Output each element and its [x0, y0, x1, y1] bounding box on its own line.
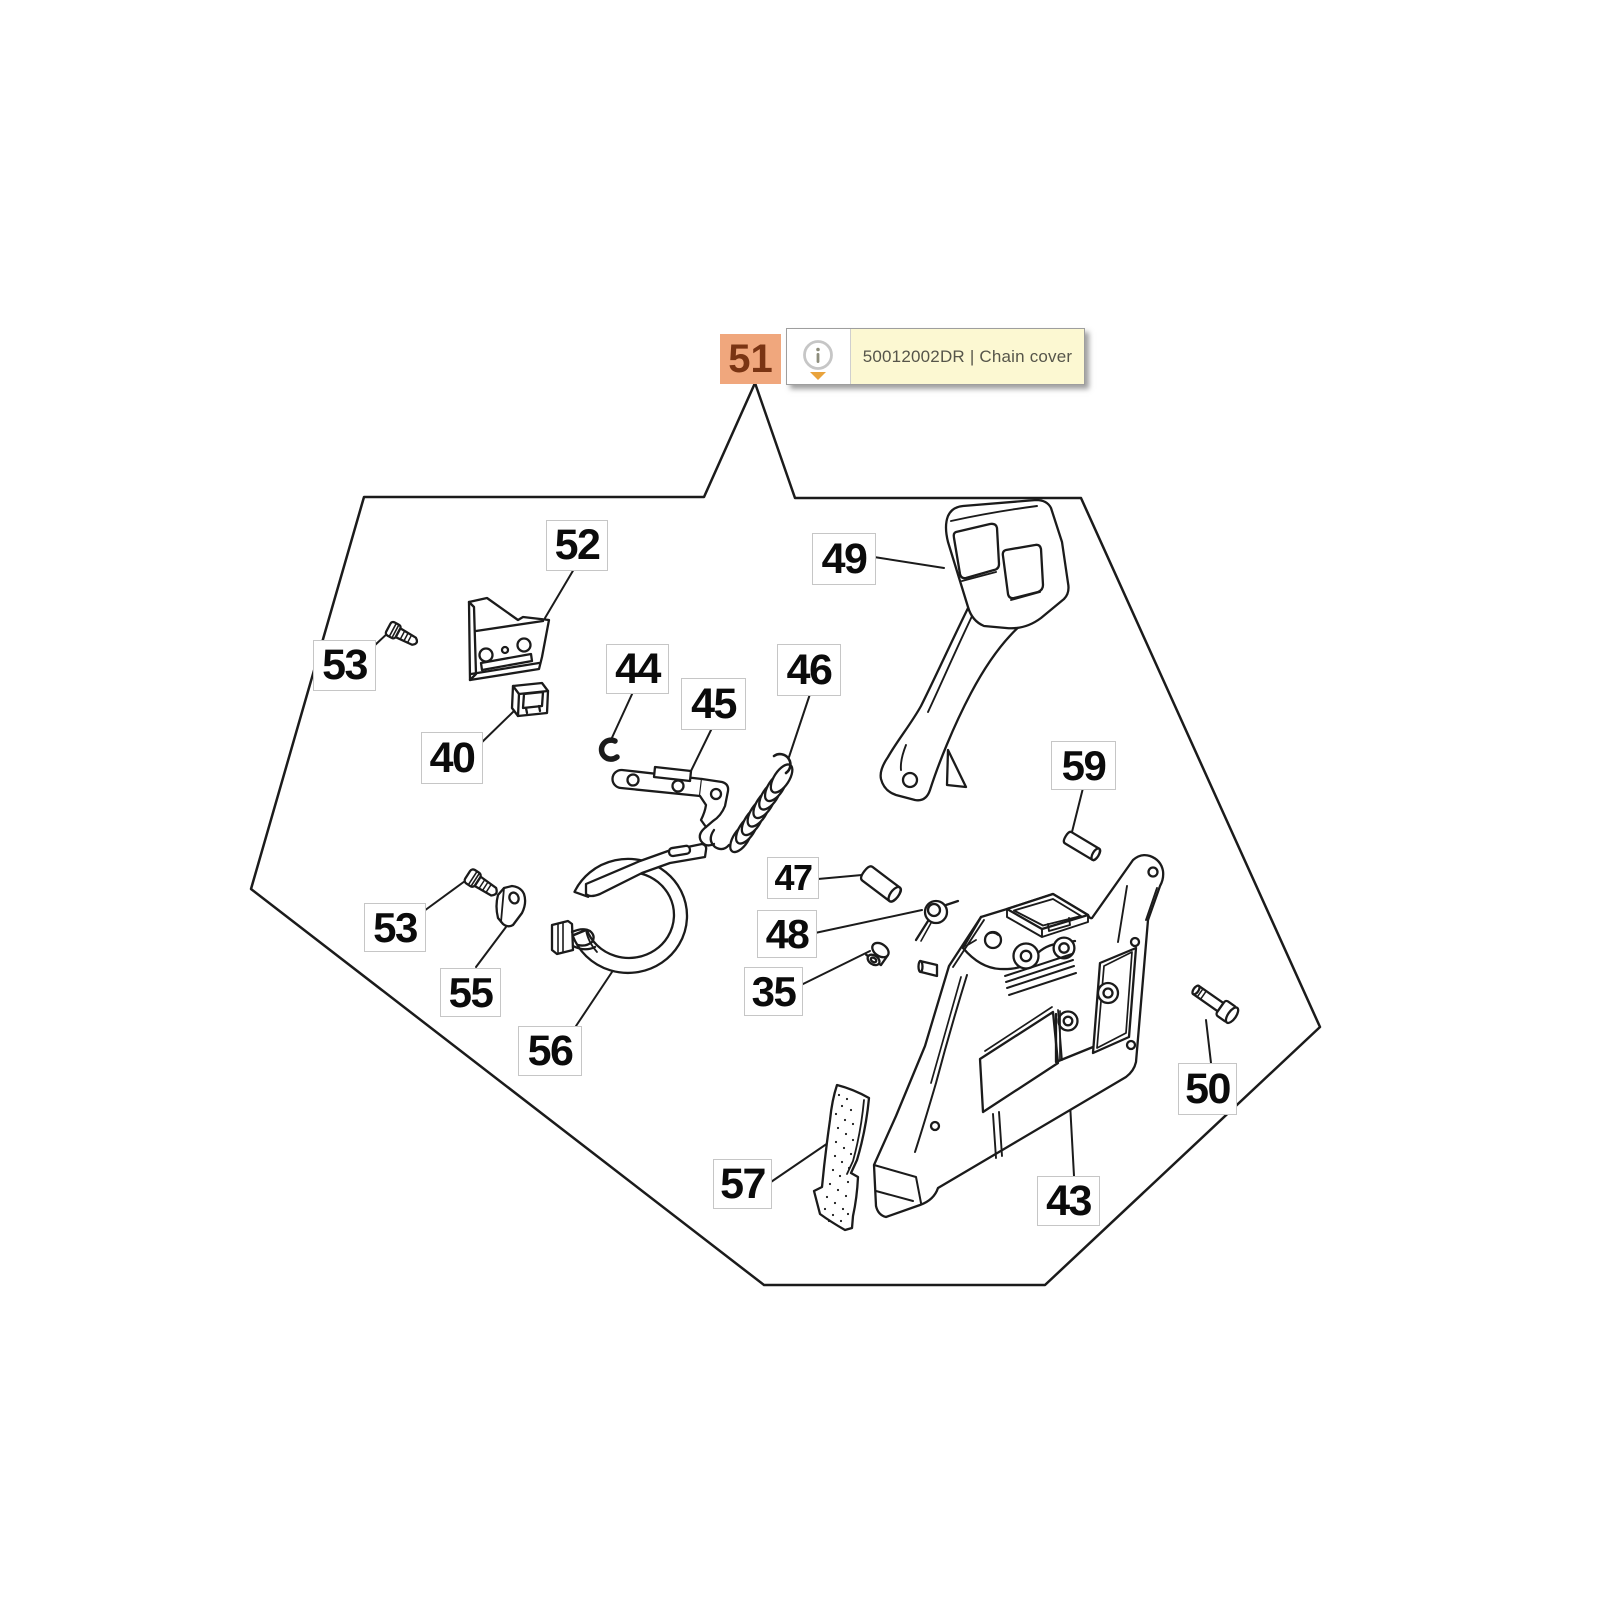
part-40-drawing: [510, 681, 550, 718]
callout-53-lower[interactable]: 53: [364, 903, 426, 952]
tooltip-part-text: 50012002DR | Chain cover: [851, 329, 1084, 384]
part-48-drawing: [914, 899, 960, 942]
wedge-stipple: [823, 1093, 855, 1223]
part-45-drawing: [611, 765, 738, 851]
callout-53-top[interactable]: 53: [313, 640, 376, 691]
callout-44[interactable]: 44: [606, 644, 669, 694]
part-59-drawing: [1062, 830, 1102, 862]
callout-56[interactable]: 56: [518, 1026, 582, 1076]
part-56-drawing: [550, 842, 708, 975]
callout-52[interactable]: 52: [546, 520, 608, 571]
callout-49[interactable]: 49: [812, 533, 876, 585]
callout-43[interactable]: 43: [1037, 1176, 1100, 1226]
callout-50[interactable]: 50: [1178, 1063, 1237, 1115]
info-icon[interactable]: [787, 329, 850, 384]
callout-47[interactable]: 47: [767, 857, 819, 899]
part-47-drawing: [859, 865, 903, 903]
part-49-drawing: [879, 498, 1070, 802]
part-50-drawing: [1191, 984, 1240, 1025]
callout-48[interactable]: 48: [757, 910, 817, 958]
callout-46[interactable]: 46: [777, 644, 841, 696]
part-53-lower-drawing: [463, 868, 498, 897]
part-43-drawing: [872, 853, 1165, 1219]
selected-callout-51[interactable]: 51: [720, 334, 781, 384]
part-35-drawing: [865, 941, 890, 967]
part-57-drawing: [812, 1083, 871, 1232]
assembly-outline: [249, 381, 1322, 1287]
callout-59[interactable]: 59: [1051, 741, 1116, 790]
chevron-down-icon: [810, 372, 826, 380]
part-55-drawing: [495, 884, 527, 928]
callout-57[interactable]: 57: [713, 1159, 772, 1209]
callout-45[interactable]: 45: [681, 678, 746, 730]
callout-55[interactable]: 55: [440, 968, 501, 1017]
part-46-drawing: [729, 752, 794, 854]
part-52-drawing: [467, 596, 551, 682]
tooltip-icon-cell[interactable]: [787, 329, 851, 384]
part-53-top-drawing: [384, 620, 419, 646]
callout-35[interactable]: 35: [744, 967, 803, 1016]
callout-pointer-lines: [373, 556, 1212, 1185]
callout-40[interactable]: 40: [421, 732, 483, 784]
part-tooltip: 50012002DR | Chain cover: [786, 328, 1085, 385]
part-44-drawing: [598, 737, 620, 762]
